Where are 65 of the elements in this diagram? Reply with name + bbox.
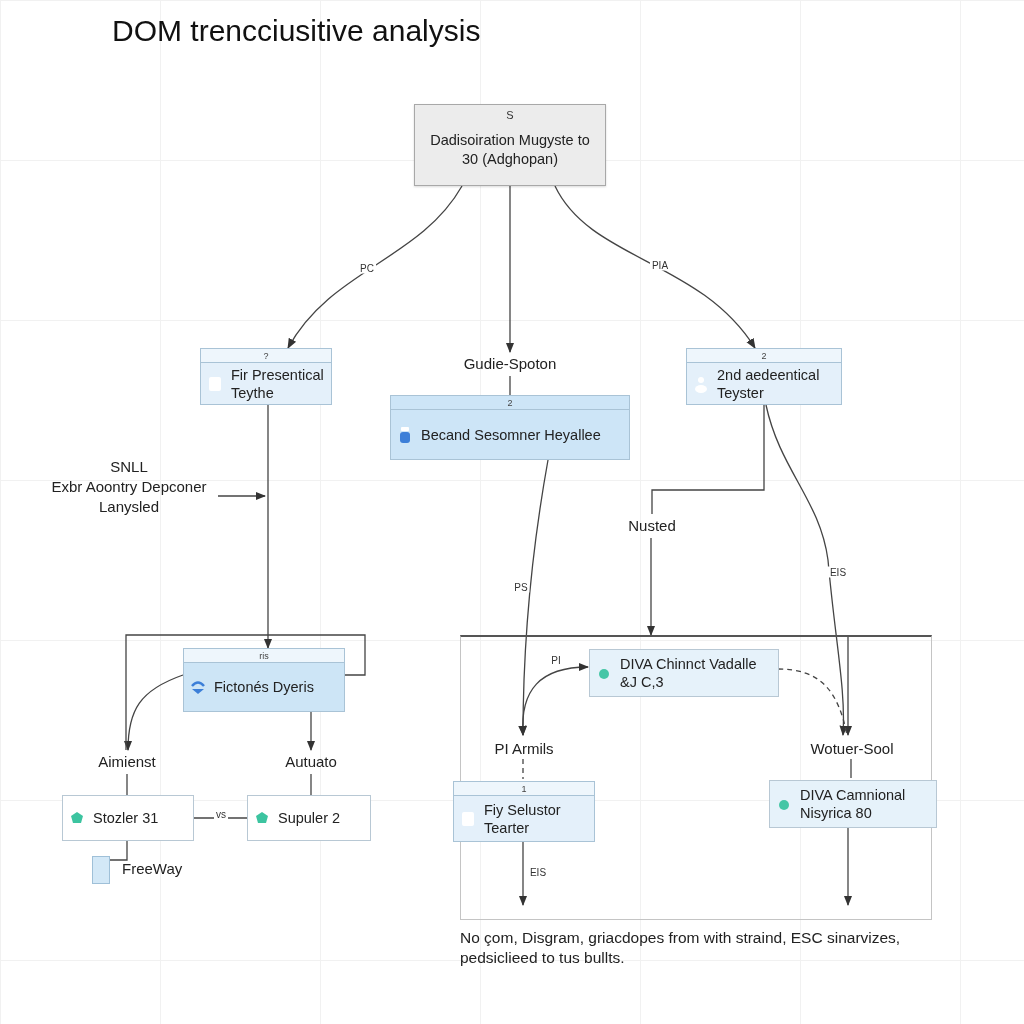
- process-box: [589, 649, 779, 697]
- box-text: Fir Presentical Teythe: [231, 366, 324, 401]
- step-label: SNLL: [110, 457, 148, 477]
- connector-line: [125, 634, 366, 751]
- diagram-title: DOM trencciusitive analysis: [112, 14, 481, 48]
- header-label: 2: [507, 397, 513, 408]
- connector-line: [850, 758, 852, 779]
- arrow: [306, 711, 316, 752]
- arrow: [287, 185, 463, 349]
- node-caption: FreeWay: [122, 860, 183, 877]
- arrow: [505, 185, 515, 354]
- arrow: [843, 634, 853, 737]
- process-box: [183, 648, 345, 712]
- box-text: DIVA Camnional Nisyrica 80: [800, 787, 906, 821]
- header-label: 2: [761, 350, 767, 361]
- arrow: [554, 185, 756, 349]
- process-box: [453, 781, 595, 842]
- connector-line: [109, 840, 128, 861]
- header-label: S: [506, 109, 514, 121]
- connector-line: [310, 773, 312, 796]
- caption: No çom, Disgram, griacdopes from with straind, ESC sinarvizes, pedsiclieed to tus bullts.: [460, 928, 902, 968]
- connector-line: [193, 817, 248, 819]
- box-text: Supuler 2: [278, 810, 341, 826]
- connector-line: [777, 668, 848, 736]
- connector-line: [509, 375, 511, 396]
- arrow: [217, 491, 267, 501]
- process-box: [769, 780, 937, 828]
- connector-line: [651, 404, 765, 515]
- arrow: [765, 404, 848, 737]
- step-label: Autuato: [285, 752, 337, 772]
- header-label: ris: [259, 650, 269, 661]
- connector-line: [522, 758, 524, 780]
- box-text: Becand Sesomner Heyallee: [421, 426, 601, 443]
- box-text: Stozler 31: [93, 810, 159, 826]
- step-label: Aimienst: [98, 752, 156, 772]
- box-text: Fictonés Dyeris: [214, 679, 314, 695]
- arrow: [263, 404, 273, 650]
- edge-label: PIA: [649, 259, 671, 271]
- box-text: Dadisoiration Mugyste to 30 (Adghopan): [429, 131, 591, 169]
- step-label: Nusted: [628, 516, 676, 536]
- process-box: [390, 395, 630, 460]
- step-label: Wotuer-Sool: [810, 739, 894, 759]
- process-box: [62, 795, 194, 841]
- edge-label: EIS: [827, 566, 849, 578]
- arrow: [124, 674, 184, 752]
- step-label: Exbr Aoontry Depconer Lanysled: [50, 477, 208, 517]
- connector-line: [126, 773, 128, 796]
- step-label: Gudie-Spoton: [463, 354, 557, 374]
- arrow: [646, 537, 656, 637]
- edge-label: PS: [512, 581, 530, 593]
- edge-label: EIS: [527, 866, 549, 878]
- process-box: [414, 104, 606, 186]
- step-label: PI Armils: [494, 739, 554, 759]
- process-box: [247, 795, 371, 841]
- process-box: [686, 348, 842, 405]
- box-text: 2nd aedeentical Teyster: [717, 366, 820, 401]
- edge-label: PC: [358, 262, 376, 274]
- box-text: Fiy Selustor Tearter: [484, 801, 561, 836]
- edge-label: PI: [549, 654, 563, 666]
- box-text: DIVA Chinnct Vadalle &J C,3: [620, 656, 757, 690]
- header-label: ?: [263, 350, 269, 361]
- process-box: [200, 348, 332, 405]
- small-square: [92, 856, 110, 884]
- arrow: [518, 663, 590, 737]
- header-label: 1: [521, 783, 527, 794]
